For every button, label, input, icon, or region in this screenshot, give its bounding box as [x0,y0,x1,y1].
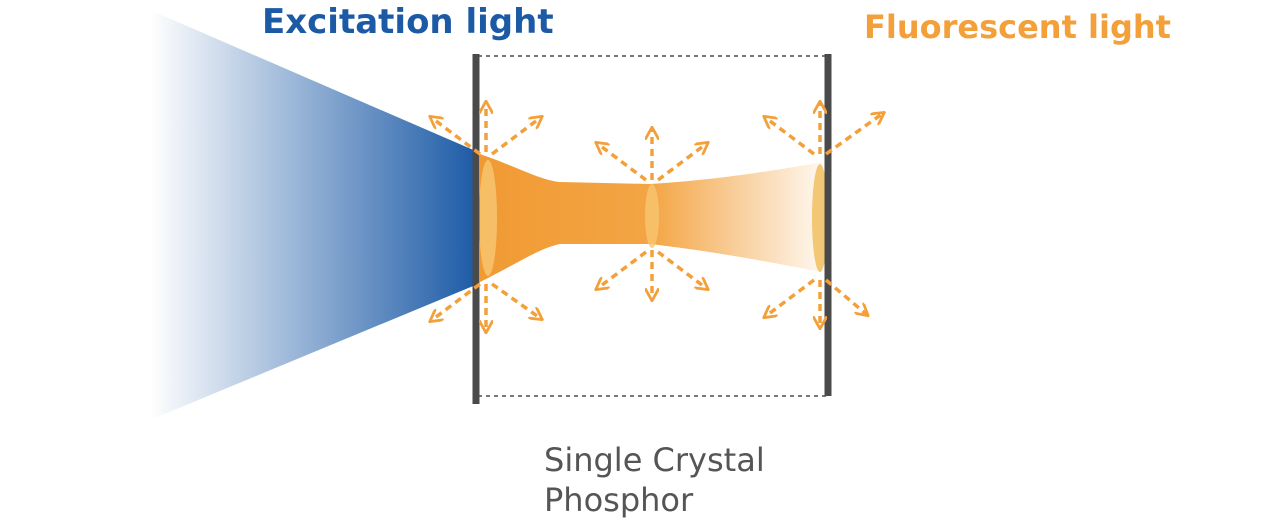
scatter-arrows-exit-bottom [766,278,866,326]
excitation-light-label: Excitation light [262,2,554,42]
scatter-arrows-entry-top [432,104,540,156]
scatter-arrows-middle-bottom [598,250,706,298]
glow-middle [645,184,659,248]
scatter-arrows-entry-bottom [432,282,540,330]
glow-exit [812,164,828,272]
glow-entry [479,160,497,276]
single-crystal-phosphor-label: Single Crystal Phosphor [544,440,765,520]
scatter-arrows-middle-top [598,130,706,182]
scatter-arrows-exit-top [766,104,882,156]
crystal-label-line2: Phosphor [544,481,694,519]
fluorescent-light-label: Fluorescent light [864,8,1171,46]
excitation-beam [150,10,478,420]
crystal-label-line1: Single Crystal [544,441,765,479]
